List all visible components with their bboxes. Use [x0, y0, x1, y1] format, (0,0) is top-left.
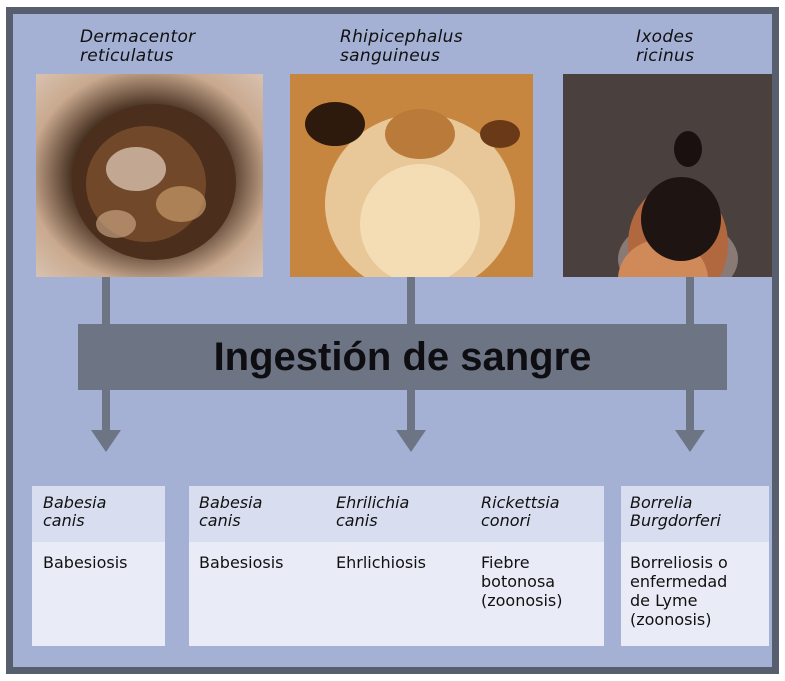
- tick-photo-rhipicephalus: [290, 74, 533, 277]
- species-label-ixodes: Ixodes ricinus: [636, 28, 694, 66]
- connector-bottom-center: [407, 390, 415, 430]
- connector-bottom-right: [686, 390, 694, 430]
- connector-top-left: [102, 277, 110, 324]
- disease-fiebre-botonosa: Fiebre botonosa (zoonosis): [481, 553, 563, 610]
- disease-babesiosis-center: Babesiosis: [199, 553, 283, 572]
- species-label-rhipicephalus: Rhipicephalus sanguineus: [340, 28, 463, 66]
- connector-bottom-left: [102, 390, 110, 430]
- disease-borreliosis: Borreliosis o enfermedad de Lyme (zoonos…: [630, 553, 728, 629]
- connector-top-right: [686, 277, 694, 324]
- disease-babesiosis-left: Babesiosis: [43, 553, 127, 572]
- tick-photo-ixodes: [563, 74, 772, 277]
- species-label-dermacentor: Dermacentor reticulatus: [80, 28, 195, 66]
- arrowhead-right: [675, 430, 705, 452]
- blood-ingestion-label: Ingestión de sangre: [78, 324, 727, 390]
- tick-photo-dermacentor: [36, 74, 263, 277]
- pathogen-babesia-left: Babesia canis: [43, 494, 106, 530]
- arrowhead-left: [91, 430, 121, 452]
- disease-ehrlichiosis: Ehrlichiosis: [336, 553, 426, 572]
- pathogen-rickettsia: Rickettsia conori: [481, 494, 560, 530]
- pathogen-babesia-center: Babesia canis: [199, 494, 262, 530]
- connector-top-center: [407, 277, 415, 324]
- pathogen-ehrilichia: Ehrilichia canis: [336, 494, 409, 530]
- pathogen-borrelia: Borrelia Burgdorferi: [630, 494, 721, 530]
- arrowhead-center: [396, 430, 426, 452]
